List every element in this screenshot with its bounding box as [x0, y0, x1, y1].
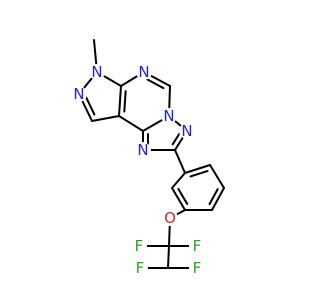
bond-ph5-ph6 [171, 187, 186, 211]
atom-fb1: F [189, 259, 205, 277]
atom-o-backdrop [162, 210, 178, 226]
atom-n3-backdrop [179, 123, 195, 139]
atom-fa2-backdrop [131, 238, 147, 254]
bond-n8-c9-second-line [84, 95, 96, 116]
bond-c10a-c9a [118, 115, 144, 132]
atom-fa2: F [131, 237, 147, 255]
atom-n7-label: N [91, 63, 102, 81]
bond-cf2a-cf2h [167, 245, 170, 269]
atom-n4-backdrop [161, 108, 177, 124]
bond-c9-c9a [91, 115, 120, 122]
atom-n8-label: N [73, 85, 84, 103]
atom-fa1: F [189, 237, 205, 255]
atom-fb2-backdrop [132, 260, 148, 276]
atom-n1-backdrop [135, 142, 151, 158]
bond-ph1-ph2 [184, 164, 211, 174]
atom-o: O [162, 209, 178, 227]
bond-c2-ph1 [174, 149, 186, 174]
atom-n8: N [71, 85, 87, 103]
atom-n4: N [161, 107, 177, 125]
atom-n6-label: N [138, 63, 149, 81]
atom-n8-backdrop [71, 86, 87, 102]
bond-c9a-c6a-second-line [123, 90, 127, 113]
atom-n4-label: N [163, 107, 174, 125]
atom-fa1-backdrop [189, 238, 205, 254]
bond-c9a-c6a [118, 85, 122, 117]
atom-n1-label: N [137, 141, 148, 159]
bond-ph5-ph6-second-line [177, 187, 189, 205]
bond-ph1-ph2-second-line [189, 170, 209, 178]
atom-n6-backdrop [136, 64, 152, 80]
atom-fb2: F [132, 259, 148, 277]
atom-n1: N [135, 141, 151, 159]
atom-fb2-label: F [136, 259, 145, 277]
bond-ph6-ph1 [171, 172, 186, 189]
atom-n3-label: N [181, 122, 192, 140]
bond-n6-c5-second-line [144, 77, 165, 90]
bond-ph3-ph4-second-line [208, 188, 219, 206]
atom-fb1-backdrop [189, 260, 205, 276]
bond-ph2-ph3 [209, 164, 225, 189]
atom-n7: N [89, 63, 105, 81]
bond-ph3-ph4 [211, 187, 225, 211]
atom-fa2-label: F [135, 237, 144, 255]
atom-o-label: O [164, 209, 176, 227]
atom-fa1-label: F [193, 237, 202, 255]
atom-n3: N [179, 122, 195, 140]
atom-n7-backdrop [89, 64, 105, 80]
atom-fb1-label: F [193, 259, 202, 277]
atom-n6: N [136, 63, 152, 81]
